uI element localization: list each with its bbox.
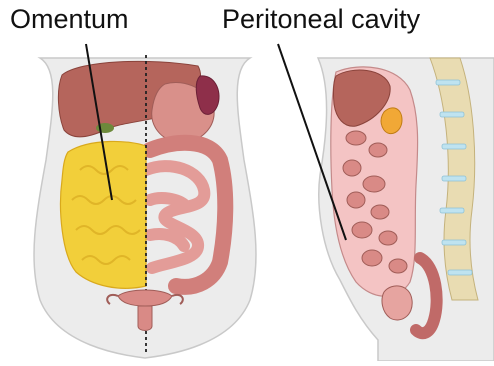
omentum-label: Omentum bbox=[10, 6, 129, 33]
side-view-torso bbox=[278, 44, 494, 361]
front-view-torso bbox=[34, 44, 256, 358]
bladder bbox=[382, 286, 412, 320]
peritoneal-cavity-label: Peritoneal cavity bbox=[222, 6, 420, 33]
pancreas bbox=[381, 108, 402, 134]
omentum-fat bbox=[61, 141, 146, 288]
